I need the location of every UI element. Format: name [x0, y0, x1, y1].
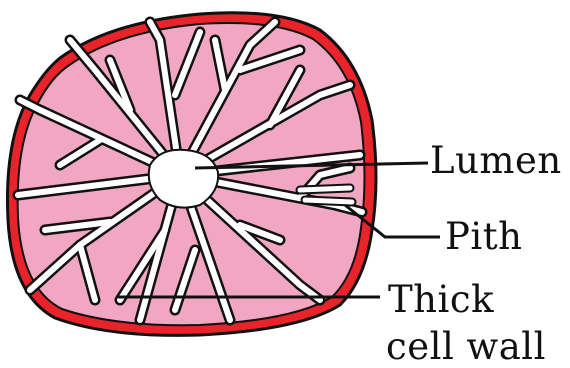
label-thick: Thick [388, 281, 494, 318]
lumen [149, 150, 218, 208]
label-cell-wall: cell wall [386, 328, 546, 365]
label-pith: Pith [445, 218, 522, 255]
label-lumen: Lumen [430, 142, 562, 179]
